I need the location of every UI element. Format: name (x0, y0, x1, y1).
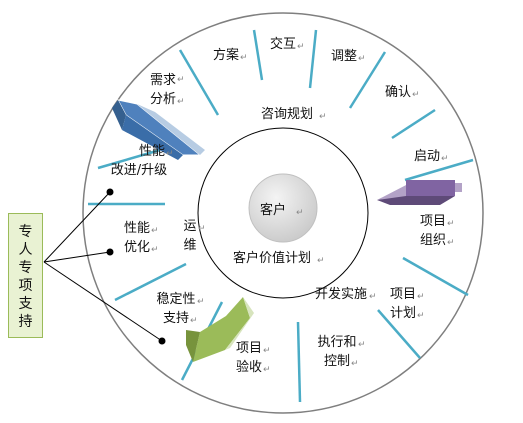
svg-text:↵: ↵ (166, 149, 174, 159)
svg-text:↵: ↵ (358, 340, 366, 350)
segment-perf-opt-1: 性能 (124, 221, 150, 236)
segment-proposal: 方案 (213, 47, 239, 63)
divider-lines (88, 29, 474, 403)
svg-text:↵: ↵ (417, 311, 425, 321)
inner-bottom-label: 客户价值计划 (233, 250, 311, 266)
segment-perf-opt-2: 优化 (124, 240, 150, 255)
paragraph-marks: ↵ ↵ ↵ ↵ ↵ ↵ ↵ ↵ ↵ ↵ ↵ ↵ ↵ ↵ ↵ ↵ ↵ ↵ ↵ ↵ … (151, 42, 455, 375)
paragraph-mark: ↵ (317, 256, 325, 266)
segment-project-org-2: 组织 (420, 233, 446, 248)
segment-adjust: 调整 (331, 49, 357, 64)
segment-perf-upgrade-2: 改进/升级 (111, 163, 167, 178)
svg-text:↵: ↵ (447, 238, 455, 248)
svg-text:↵: ↵ (263, 365, 271, 375)
svg-text:↵: ↵ (240, 53, 248, 63)
segment-requirements-1: 需求 (150, 73, 176, 88)
svg-text:↵: ↵ (369, 292, 377, 302)
svg-text:↵: ↵ (297, 42, 305, 52)
segment-requirements-2: 分析 (150, 92, 176, 107)
svg-text:↵: ↵ (417, 292, 425, 302)
side-box-label: 专人专项支持 (18, 223, 33, 330)
svg-text:↵: ↵ (190, 316, 198, 326)
segment-project-plan-2: 计划 (390, 306, 416, 321)
svg-text:↵: ↵ (177, 97, 185, 107)
segment-kickoff: 启动 (414, 149, 440, 164)
segment-acceptance-2: 验收 (236, 359, 262, 375)
segment-acceptance-1: 项目 (236, 341, 262, 356)
connector-dots (106, 188, 166, 345)
inner-top-label: 咨询规划 (261, 107, 313, 122)
svg-text:↵: ↵ (197, 297, 205, 307)
svg-text:↵: ↵ (351, 359, 359, 369)
segment-execute-control-1: 执行和 (317, 335, 356, 350)
svg-text:↵: ↵ (358, 54, 366, 64)
svg-text:↵: ↵ (263, 346, 271, 356)
segment-project-org-1: 项目 (420, 214, 446, 229)
segment-perf-upgrade-1: 性能 (139, 144, 165, 159)
segment-project-plan-1: 项目 (390, 287, 416, 302)
arrow-blue-upper-left (112, 99, 205, 160)
paragraph-mark: ↵ (319, 112, 327, 122)
svg-text:↵: ↵ (198, 224, 206, 234)
center-circle (248, 173, 318, 243)
segment-labels: 方案 交互 调整 确认 启动 项目 组织 项目 计划 开发实施 执行和 控制 项… (111, 36, 446, 375)
svg-text:↵: ↵ (441, 154, 449, 164)
center-label: 客户 (260, 202, 286, 218)
svg-text:↵: ↵ (151, 245, 159, 255)
arrow-purple-right (377, 180, 462, 205)
segment-operation-1: 运 (183, 219, 196, 234)
svg-text:↵: ↵ (412, 90, 420, 100)
svg-text:↵: ↵ (447, 219, 455, 229)
segment-execute-control-2: 控制 (324, 354, 350, 369)
svg-text:↵: ↵ (177, 75, 185, 85)
arrow-green-lower (186, 297, 254, 362)
svg-text:↵: ↵ (151, 226, 159, 236)
segment-stability-2: 支持 (163, 311, 189, 326)
segment-confirm: 确认 (385, 85, 411, 100)
segment-interaction: 交互 (270, 36, 296, 52)
paragraph-mark: ↵ (296, 208, 304, 218)
connector-lines (43, 191, 163, 342)
segment-development: 开发实施 (315, 286, 367, 302)
dedicated-support-box: 专人专项支持 (8, 213, 43, 338)
segment-operation-2: 维 (183, 238, 196, 253)
segment-stability-1: 稳定性 (156, 291, 195, 307)
